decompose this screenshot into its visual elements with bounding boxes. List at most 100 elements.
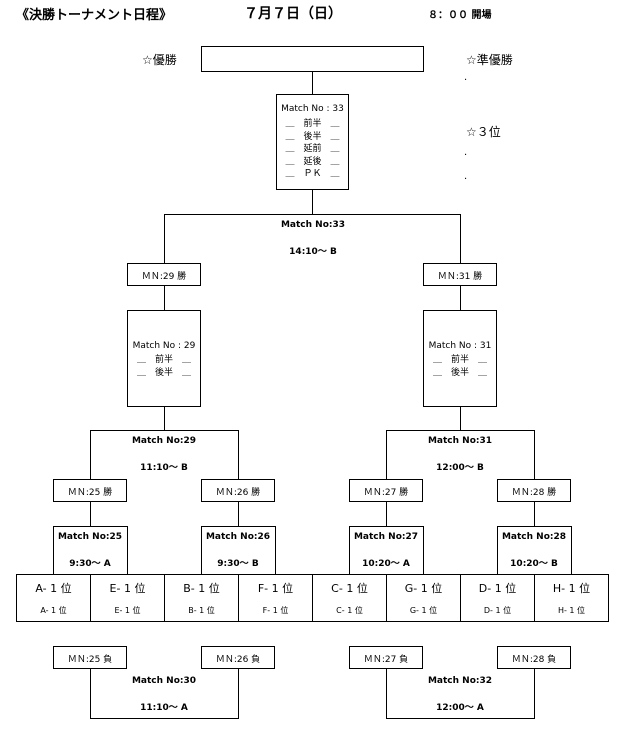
qf-match-number: Match No:28: [501, 532, 567, 542]
connector: [386, 502, 387, 526]
event-date: ７月７日（日）: [244, 6, 342, 22]
semi-score-box-2: Match No : 31 ＿ 前半 ＿ ＿ 後半 ＿: [423, 310, 497, 407]
final-match-time: 14:10～ B: [289, 247, 337, 257]
connector: [312, 190, 313, 214]
team-box: E- 1 位 E- 1 位: [90, 574, 165, 622]
connector: [164, 286, 165, 310]
bracket-line: [275, 526, 276, 575]
team-sublabel: C- 1 位: [336, 606, 363, 615]
score-row: ＿ 後半 ＿: [432, 368, 488, 378]
feeder-label: ＭＮ:25 勝: [67, 488, 113, 498]
team-label: G- 1 位: [404, 582, 443, 595]
team-label: B- 1 位: [183, 582, 220, 595]
loser-match-number: Match No:30: [131, 676, 197, 686]
bracket-line: [201, 526, 276, 527]
bracket-line: [386, 669, 387, 718]
team-sublabel: B- 1 位: [188, 606, 215, 615]
feeder-label: ＭＮ:27 負: [363, 655, 409, 665]
loser-feeder-4: ＭＮ:28 負: [497, 646, 571, 669]
score-row: ＿ 延後 ＿: [285, 156, 340, 167]
team-label: D- 1 位: [478, 582, 517, 595]
team-label: C- 1 位: [331, 582, 368, 595]
bracket-line: [423, 526, 424, 575]
team-sublabel: D- 1 位: [483, 606, 512, 615]
qf-feeder-2: ＭＮ:26 勝: [201, 479, 275, 502]
team-sublabel: E- 1 位: [114, 606, 141, 615]
bracket-line: [90, 430, 239, 431]
opening-time: ８：００ 開場: [428, 10, 492, 21]
connector: [164, 407, 165, 430]
loser-feeder-1: ＭＮ:25 負: [53, 646, 127, 669]
bracket-line: [497, 526, 498, 575]
bracket-line: [53, 526, 54, 575]
connector: [460, 407, 461, 430]
team-box: H- 1 位 H- 1 位: [534, 574, 609, 622]
team-box: A- 1 位 A- 1 位: [16, 574, 91, 622]
team-sublabel: G- 1 位: [409, 606, 438, 615]
qf-match-number: Match No:26: [205, 532, 271, 542]
score-row: ＿ ＰＫ ＿: [285, 169, 340, 179]
runner-up-dot: .: [464, 72, 468, 83]
feeder-label: ＭＮ:28 勝: [511, 488, 557, 498]
score-title: Match No : 31: [428, 341, 492, 351]
loser-match-number: Match No:32: [427, 676, 493, 686]
loser-match-time: 11:10～ A: [140, 703, 188, 713]
team-label: F- 1 位: [257, 582, 294, 595]
team-sublabel: A- 1 位: [40, 606, 67, 615]
winner-box: [201, 46, 424, 72]
team-label: H- 1 位: [552, 582, 591, 595]
page-title: 《決勝トーナメント日程》: [16, 8, 173, 23]
qf-match-number: Match No:25: [57, 532, 123, 542]
semi-feeder-2: ＭＮ:31 勝: [423, 263, 497, 286]
score-row: ＿ 前半 ＿: [136, 355, 192, 365]
bracket-line: [386, 430, 387, 479]
bracket-line: [164, 214, 461, 215]
winner-label: ☆優勝: [142, 53, 177, 67]
third-dot-2: .: [464, 171, 468, 182]
bracket-line: [534, 430, 535, 479]
score-row: ＿ 後半 ＿: [285, 131, 340, 142]
team-label: E- 1 位: [109, 582, 146, 595]
connector: [312, 72, 313, 94]
bracket-line: [53, 526, 128, 527]
bracket-line: [201, 526, 202, 575]
semi-score-box-1: Match No : 29 ＿ 前半 ＿ ＿ 後半 ＿: [127, 310, 201, 407]
bracket-line: [497, 526, 572, 527]
team-sublabel: H- 1 位: [557, 606, 586, 615]
bracket-line: [127, 526, 128, 575]
bracket-line: [238, 430, 239, 479]
team-label: A- 1 位: [35, 582, 72, 595]
score-row: ＿ 前半 ＿: [285, 119, 340, 129]
loser-match-time: 12:00～ A: [436, 703, 484, 713]
semi-match-time: 11:10～ B: [140, 463, 188, 473]
qf-match-time: 10:20～ B: [510, 559, 558, 569]
third-dot-1: .: [464, 147, 468, 158]
score-row: ＿ 前半 ＿: [432, 355, 488, 365]
final-score-rows: ＿ 前半 ＿ ＿ 後半 ＿ ＿ 延前 ＿ ＿ 延後 ＿ ＿ ＰＫ ＿: [277, 118, 348, 181]
semi-match-number: Match No:31: [427, 436, 493, 446]
team-box: D- 1 位 D- 1 位: [460, 574, 535, 622]
runner-up-label: ☆準優勝: [466, 53, 513, 67]
qf-match-number: Match No:27: [353, 532, 419, 542]
connector: [534, 502, 535, 526]
bracket-line: [349, 526, 350, 575]
feeder-label: ＭＮ:29 勝: [141, 272, 187, 282]
bracket-line: [460, 214, 461, 263]
connector: [90, 502, 91, 526]
final-score-box: Match No : 33 ＿ 前半 ＿ ＿ 後半 ＿ ＿ 延前 ＿ ＿ 延後 …: [276, 94, 349, 190]
feeder-label: ＭＮ:26 勝: [215, 488, 261, 498]
bracket-line: [534, 669, 535, 718]
third-place-label: ☆３位: [466, 125, 501, 139]
bracket-line: [238, 669, 239, 718]
team-box: G- 1 位 G- 1 位: [386, 574, 461, 622]
connector: [238, 502, 239, 526]
feeder-label: ＭＮ:28 負: [511, 655, 557, 665]
bracket-line: [90, 718, 239, 719]
bracket-line: [386, 718, 535, 719]
score-row: ＿ 後半 ＿: [136, 368, 192, 378]
final-match-number: Match No:33: [280, 220, 346, 230]
score-title: Match No : 29: [132, 341, 196, 351]
bracket-line: [571, 526, 572, 575]
feeder-label: ＭＮ:27 勝: [363, 488, 409, 498]
qf-feeder-1: ＭＮ:25 勝: [53, 479, 127, 502]
